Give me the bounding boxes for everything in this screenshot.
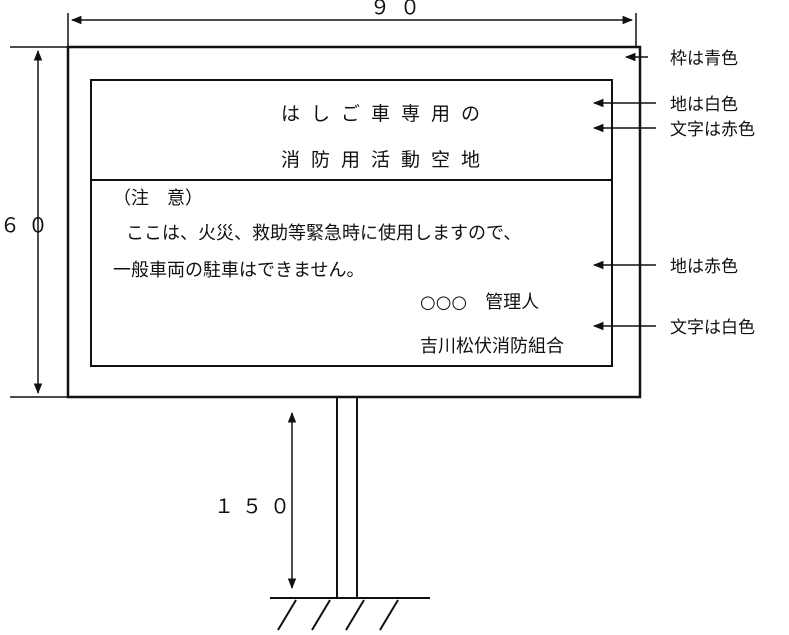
pole-dimension-label: １５０	[214, 494, 298, 518]
top-text-annotation: 文字は赤色	[670, 120, 755, 140]
height-dimension-label: ６０	[0, 213, 56, 237]
sign-title-line1: はしご車専用の	[281, 103, 491, 125]
frame-annotation: 枠は青色	[670, 49, 738, 69]
bottom-background-annotation: 地は赤色	[670, 257, 738, 277]
sign-inner-panel	[90, 79, 613, 367]
notice-heading: （注 意）	[113, 188, 203, 209]
manager-label: ○○○ 管理人	[420, 292, 539, 313]
width-dimension-label: ９０	[370, 0, 430, 19]
sign-outer-frame	[66, 45, 642, 399]
notice-line1: ここは、火災、救助等緊急時に使用しますので、	[126, 223, 521, 244]
ground-hatching	[277, 599, 399, 631]
top-background-annotation: 地は白色	[670, 95, 738, 115]
organization-label: 吉川松伏消防組合	[420, 336, 564, 357]
notice-line2: 一般車両の駐車はできません。	[113, 260, 364, 281]
bottom-text-annotation: 文字は白色	[670, 318, 755, 338]
sign-title-line2: 消防用活動空地	[281, 149, 491, 171]
